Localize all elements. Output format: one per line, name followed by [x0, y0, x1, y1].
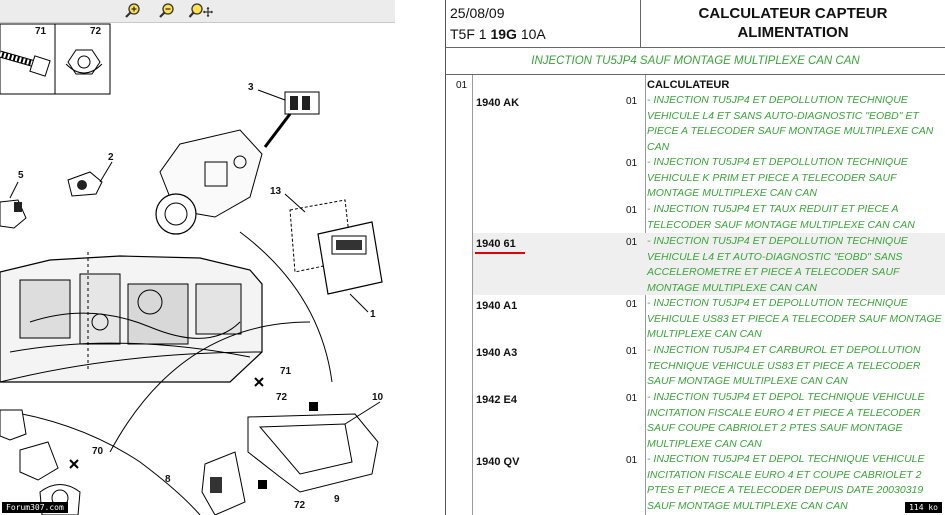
part-reference[interactable]: 1940 A1: [476, 300, 518, 312]
pane-divider: [445, 0, 446, 515]
table-row-highlighted[interactable]: 1940 61 01 - INJECTION TU5JP4 ET DEPOLLU…: [473, 233, 945, 295]
part-quantity: 01: [626, 455, 638, 466]
callout-13: 13: [270, 186, 282, 197]
part-reference[interactable]: 1942 E4: [476, 394, 517, 406]
part-reference[interactable]: 1940 A3: [476, 347, 518, 359]
callout-1: 1: [370, 309, 376, 320]
part-quantity: 01: [626, 158, 638, 169]
header-title: CALCULATEUR CAPTEUR ALIMENTATION: [641, 0, 945, 48]
page-size-badge: 114 ko: [905, 502, 942, 513]
sensor-part-3: [257, 89, 320, 148]
parts-diagram: 71 72 3 5 2 13 1 71 72 10 70 8 72 9: [0, 23, 384, 515]
callout-70: 70: [92, 446, 104, 457]
part-quantity: 01: [626, 299, 638, 310]
callout-72b: 72: [276, 392, 288, 403]
title-line-2: ALIMENTATION: [737, 24, 849, 41]
throttle-body: [155, 129, 263, 235]
red-underline-mark: [475, 252, 525, 254]
watermark-label: Forum307.com: [2, 502, 68, 513]
part-reference[interactable]: 1940 AK: [476, 97, 520, 109]
table-row[interactable]: 1940 AK 01 - INJECTION TU5JP4 ET DEPOLLU…: [473, 92, 945, 154]
table-row[interactable]: 1940 A1 01 - INJECTION TU5JP4 ET DEPOLLU…: [473, 295, 945, 342]
table-row[interactable]: 1940 QV 01 - INJECTION TU5JP4 ET DEPOL T…: [473, 451, 945, 515]
header-vehicle-info: 25/08/09 T5F 1 19G 10A: [446, 0, 641, 48]
bracket-part-10: [247, 401, 381, 493]
part-description: - INJECTION TU5JP4 ET DEPOLLUTION TECHNI…: [647, 94, 934, 153]
sensor-part-5: [0, 181, 27, 229]
part-quantity: 01: [626, 96, 638, 107]
part-reference[interactable]: 1940 QV: [476, 456, 520, 468]
callout-5: 5: [18, 170, 24, 181]
part-description: - INJECTION TU5JP4 ET DEPOL TECHNIQUE VE…: [647, 391, 925, 450]
section-label: CALCULATEUR: [647, 79, 730, 91]
zoom-fit-icon[interactable]: [188, 2, 214, 20]
engine-bay: [0, 252, 263, 383]
section-number: 01: [456, 80, 468, 91]
zoom-in-icon[interactable]: [124, 2, 142, 20]
part-quantity: 01: [626, 393, 638, 404]
column-divider-2: [645, 75, 646, 515]
part-reference[interactable]: 1940 61: [476, 238, 516, 250]
callout-8: 8: [165, 474, 171, 485]
callout-72: 72: [90, 26, 102, 37]
zoom-toolbar: [0, 0, 395, 23]
nut-part-72: [54, 23, 111, 95]
part-description: - INJECTION TU5JP4 ET TAUX REDUIT ET PIE…: [647, 203, 915, 231]
table-row[interactable]: 1942 E4 01 - INJECTION TU5JP4 ET DEPOL T…: [473, 389, 945, 451]
nut-marker-72: [309, 402, 318, 411]
table-row[interactable]: 01 - INJECTION TU5JP4 ET TAUX REDUIT ET …: [473, 201, 945, 233]
part-description: - INJECTION TU5JP4 ET CARBUROL ET DEPOLL…: [647, 344, 921, 387]
part-quantity: 01: [626, 237, 638, 248]
zoom-out-icon[interactable]: [158, 2, 176, 20]
lower-left-parts: [0, 409, 81, 515]
table-row[interactable]: 1940 A3 01 - INJECTION TU5JP4 ET CARBURO…: [473, 342, 945, 389]
table-row[interactable]: 01 - INJECTION TU5JP4 ET DEPOLLUTION TEC…: [473, 154, 945, 201]
callout-3: 3: [248, 82, 254, 93]
bracket-part-8: [201, 451, 246, 515]
title-line-1: CALCULATEUR CAPTEUR: [698, 5, 888, 22]
knock-sensor-part-2: [67, 161, 113, 197]
header-date: 25/08/09: [450, 5, 505, 21]
callout-71: 71: [35, 26, 47, 37]
model-suffix: 10A: [520, 26, 546, 42]
model-bold: 19G: [490, 26, 517, 42]
section-subtitle: INJECTION TU5JP4 SAUF MONTAGE MULTIPLEXE…: [446, 48, 945, 75]
callout-9: 9: [334, 494, 340, 505]
header-model: T5F 1 19G 10A: [450, 26, 546, 42]
part-quantity: 01: [626, 346, 638, 357]
callout-2: 2: [108, 152, 114, 163]
parts-list-pane: 25/08/09 T5F 1 19G 10A CALCULATEUR CAPTE…: [446, 0, 945, 515]
callout-10: 10: [372, 392, 384, 403]
callout-71b: 71: [280, 366, 292, 377]
nut-marker-72b: [258, 480, 267, 489]
part-description: - INJECTION TU5JP4 ET DEPOL TECHNIQUE VE…: [647, 453, 925, 512]
part-quantity: 01: [626, 205, 638, 216]
ecu-part-1: [317, 221, 383, 313]
bolt-part-71: [0, 23, 56, 95]
diagram-pane[interactable]: 71 72 3 5 2 13 1 71 72 10 70 8 72 9 Foru…: [0, 0, 395, 515]
part-description: - INJECTION TU5JP4 ET DEPOLLUTION TECHNI…: [647, 156, 908, 199]
part-description: - INJECTION TU5JP4 ET DEPOLLUTION TECHNI…: [647, 235, 908, 294]
pane-splitter[interactable]: [395, 0, 445, 515]
part-description: - INJECTION TU5JP4 ET DEPOLLUTION TECHNI…: [647, 297, 942, 340]
model-prefix: T5F 1: [450, 26, 487, 42]
callout-72c: 72: [294, 500, 306, 511]
column-divider-1: [472, 75, 473, 515]
